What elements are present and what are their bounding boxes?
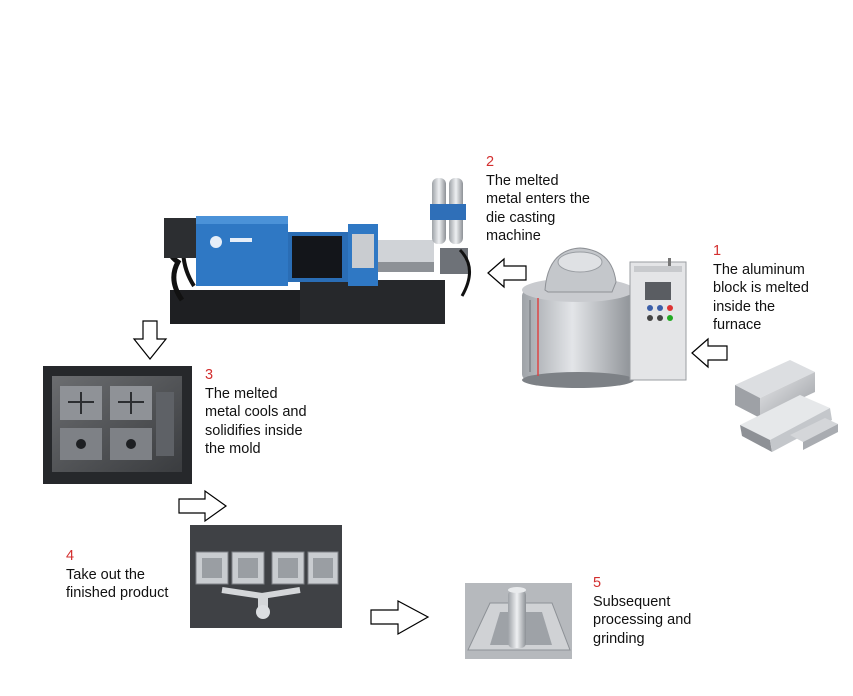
step-number: 4 [66,548,75,564]
die-casting-machine-image [164,178,471,324]
step-1-label: 1 The aluminum block is melted inside th… [713,242,809,335]
step-text-line: The melted [486,172,559,189]
step-2-label: 2 The melted metal enters the die castin… [486,153,590,246]
step-number: 1 [713,243,722,259]
step-text-line: the mold [205,441,261,457]
finished-product-image [190,525,342,628]
step-text-line: block is melted [713,280,809,296]
arrow-right-icon [370,600,430,636]
step-number: 2 [486,154,495,170]
arrow-left-icon [691,337,728,369]
step-text-line: finished product [66,585,169,601]
melting-furnace-image [522,247,687,388]
processed-part-image [465,583,572,659]
step-5-label: 5 Subsequent processing and grinding [593,574,691,648]
step-text-line: solidifies inside [205,422,303,439]
step-3-label: 3 The melted metal cools and solidifies … [205,366,307,459]
step-number: 5 [593,575,602,591]
mold-image [43,366,192,484]
step-text-line: die casting [486,209,556,226]
step-text-line: Subsequent [593,593,671,610]
step-4-label: 4 Take out the finished product [66,547,168,603]
step-text-line: grinding [593,630,645,647]
arrow-right-icon [178,489,228,523]
step-number: 3 [205,367,214,383]
step-text-line: metal cools and [205,404,307,420]
step-text-line: inside the [713,298,776,315]
step-text-line: machine [486,228,541,244]
aluminum-ingots-image [735,360,838,452]
step-text-line: furnace [713,317,762,333]
step-text-line: The aluminum [713,261,805,278]
step-text-line: metal enters the [486,191,590,207]
arrow-down-icon [132,320,168,360]
step-text-line: processing and [593,612,692,628]
step-text-line: The melted [205,385,278,402]
arrow-left-icon [487,257,527,289]
step-text-line: Take out the [66,566,145,583]
